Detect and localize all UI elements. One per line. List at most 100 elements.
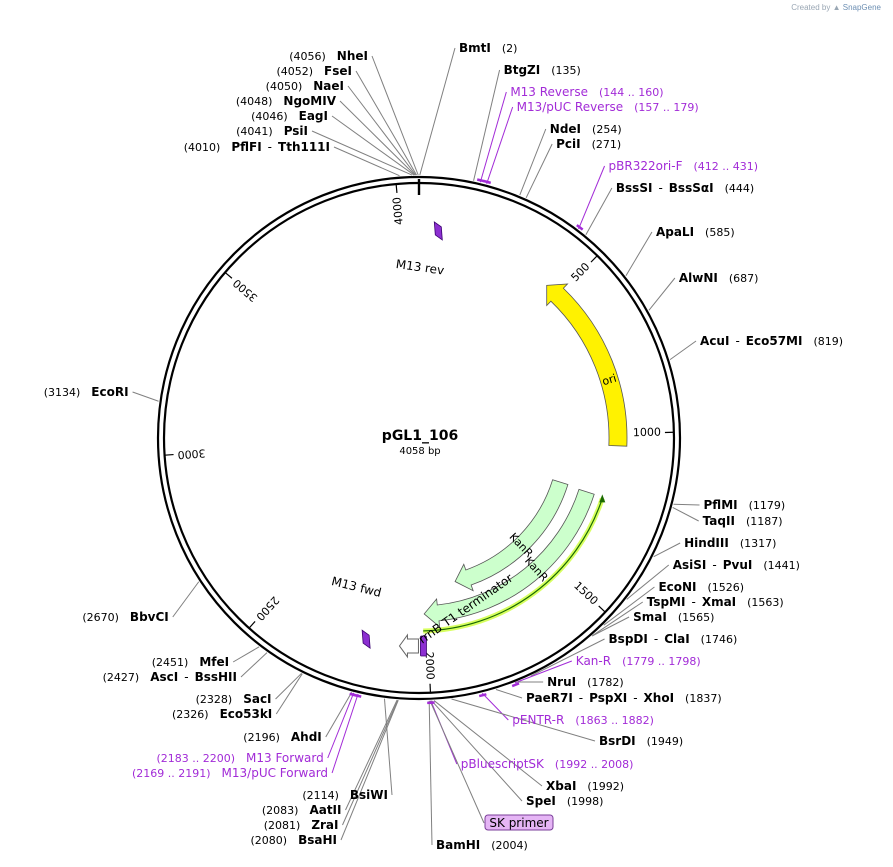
- enzyme-coord: (2114): [302, 789, 350, 802]
- enzyme-coord: (2004): [480, 839, 528, 852]
- promoter-m13-rev-icon[interactable]: [433, 221, 443, 241]
- primer-site-m13-puc-reverse[interactable]: M13/pUC Reverse (157 .. 179): [517, 100, 699, 114]
- enzyme-coord: (2): [491, 42, 518, 55]
- leader-line: [347, 85, 417, 176]
- primer-coord: (412 .. 431): [682, 160, 758, 173]
- terminator-icon[interactable]: [420, 635, 427, 657]
- enzyme-site-bspdi-clai[interactable]: BspDI - ClaI (1746): [609, 632, 738, 646]
- ori-feature[interactable]: [546, 283, 628, 447]
- enzyme-site-apali[interactable]: ApaLI (585): [656, 225, 735, 239]
- primer-site-kan-r[interactable]: Kan-R (1779 .. 1798): [576, 654, 701, 668]
- enzyme-site-tspmi-xmai[interactable]: TspMI - XmaI (1563): [647, 595, 784, 609]
- enzyme-site-ndei[interactable]: NdeI (254): [550, 122, 622, 136]
- kanr-feature-2[interactable]: [423, 488, 595, 628]
- enzyme-site-bsssi-bsss-i[interactable]: BssSI - BssSαI (444): [616, 181, 754, 195]
- enzyme-site-hindiii[interactable]: HindIII (1317): [684, 536, 776, 550]
- enzyme-name: PflFI: [231, 140, 261, 154]
- enzyme-coord: (1187): [735, 515, 783, 528]
- enzyme-coord: (2196): [243, 731, 291, 744]
- tick-label-1000: 1000: [633, 426, 661, 440]
- enzyme-site-pflmi[interactable]: PflMI (1179): [704, 498, 786, 512]
- enzyme-site-econi[interactable]: EcoNI (1526): [658, 580, 744, 594]
- leader-line: [585, 187, 613, 235]
- enzyme-label: BsrDI (1949): [599, 734, 683, 748]
- enzyme-site-spei[interactable]: SpeI (1998): [526, 794, 603, 808]
- enzyme-site-saci[interactable]: (2328) SacI: [196, 692, 272, 706]
- primer-site-m13-puc-forward[interactable]: (2169 .. 2191) M13/pUC Forward: [132, 766, 328, 780]
- enzyme-label: (4056) NheI: [289, 49, 368, 63]
- leader-line: [355, 70, 417, 176]
- enzyme-site-naei[interactable]: (4050) NaeI: [266, 79, 344, 93]
- enzyme-site-nhei[interactable]: (4056) NheI: [289, 49, 368, 63]
- primer-site-m13-forward[interactable]: (2183 .. 2200) M13 Forward: [156, 751, 323, 765]
- enzyme-name: XhoI: [644, 691, 675, 705]
- enzyme-site-bsrdi[interactable]: BsrDI (1949): [599, 734, 683, 748]
- enzyme-label: SmaI (1565): [633, 610, 714, 624]
- enzyme-site-ngomiv[interactable]: (4048) NgoMIV: [236, 94, 337, 108]
- primer-binding-mark: [353, 693, 362, 698]
- leader-line: [383, 698, 393, 796]
- enzyme-site-bsahi[interactable]: (2080) BsaHI: [251, 833, 337, 847]
- enzyme-label: (2080) BsaHI: [251, 833, 337, 847]
- enzyme-site-btgzi[interactable]: BtgZI (135): [504, 63, 581, 77]
- enzyme-site-mfei[interactable]: (2451) MfeI: [152, 655, 229, 669]
- enzyme-coord: (1998): [556, 795, 604, 808]
- tick-3500: [224, 271, 233, 279]
- promoter-m13-rev-label: M13 rev: [395, 257, 445, 278]
- enzyme-site-paer7i-pspxi-xhoi[interactable]: PaeR7I - PspXI - XhoI (1837): [526, 691, 722, 705]
- enzyme-name: BssHII: [195, 670, 237, 684]
- primer-coord: (157 .. 179): [623, 101, 699, 114]
- name-separator: -: [648, 632, 664, 646]
- enzyme-site-ecori[interactable]: (3134) EcoRI: [44, 385, 129, 399]
- primer-site-pbluescriptsk[interactable]: pBluescriptSK (1992 .. 2008): [461, 757, 634, 771]
- primer-site-pentr-r[interactable]: pENTR-R (1863 .. 1882): [512, 713, 654, 727]
- terminator-arrow-icon: [398, 633, 419, 659]
- kanr-feature-1[interactable]: [454, 479, 569, 592]
- site-labels: BmtI (2) BtgZI (135) M13 Reverse (144 .. 1…: [44, 41, 843, 852]
- enzyme-site-zrai[interactable]: (2081) ZraI: [264, 818, 339, 832]
- enzyme-label: (2670) BbvCI: [82, 610, 168, 624]
- tick-label-3500: 3500: [230, 276, 260, 304]
- enzyme-name: BtgZI: [504, 63, 541, 77]
- primer-site-pbr322ori-f[interactable]: pBR322ori-F (412 .. 431): [609, 159, 759, 173]
- enzyme-coord: (1526): [697, 581, 745, 594]
- enzyme-label: BamHI (2004): [436, 838, 528, 852]
- enzyme-site-psii[interactable]: (4041) PsiI: [236, 124, 308, 138]
- enzyme-site-taqii[interactable]: TaqII (1187): [703, 514, 783, 528]
- name-separator: -: [573, 691, 589, 705]
- primer-tag-sk-primer[interactable]: SK primer: [484, 814, 554, 831]
- enzyme-site-bamhi[interactable]: BamHI (2004): [436, 838, 528, 852]
- enzyme-site-nrui[interactable]: NruI (1782): [547, 675, 624, 689]
- enzyme-site-acui-eco57mi[interactable]: AcuI - Eco57MI (819): [700, 334, 843, 348]
- enzyme-site-pflfi-tth111i[interactable]: (4010) PflFI - Tth111I: [184, 140, 330, 154]
- enzyme-site-alwni[interactable]: AlwNI (687): [679, 271, 759, 285]
- promoter-m13-fwd-icon[interactable]: [361, 629, 371, 649]
- enzyme-site-asci-bsshii[interactable]: (2427) AscI - BssHII: [103, 670, 237, 684]
- tick-label-4000: 4000: [390, 196, 405, 225]
- primer-label: pENTR-R (1863 .. 1882): [512, 713, 654, 727]
- enzyme-name: BsaHI: [298, 833, 337, 847]
- enzyme-site-fsei[interactable]: (4052) FseI: [276, 64, 352, 78]
- enzyme-site-asisi-pvui[interactable]: AsiSI - PvuI (1441): [673, 558, 800, 572]
- enzyme-site-xbai[interactable]: XbaI (1992): [546, 779, 624, 793]
- enzyme-site-pcii[interactable]: PciI (271): [556, 137, 621, 151]
- enzyme-site-eco53ki[interactable]: (2326) Eco53kI: [172, 707, 272, 721]
- enzyme-site-ahdi[interactable]: (2196) AhdI: [243, 730, 321, 744]
- primer-binding-mark: [478, 693, 487, 698]
- enzyme-label: (4046) EagI: [251, 109, 328, 123]
- enzyme-name: AsiSI: [673, 558, 707, 572]
- enzyme-site-bsiwi[interactable]: (2114) BsiWI: [302, 788, 388, 802]
- primer-binding-mark: [476, 178, 485, 183]
- enzyme-site-bbvci[interactable]: (2670) BbvCI: [82, 610, 168, 624]
- enzyme-name: HindIII: [684, 536, 729, 550]
- enzyme-site-smai[interactable]: SmaI (1565): [633, 610, 714, 624]
- promoter-m13-fwd-label: M13 fwd: [330, 574, 383, 600]
- leader-line: [495, 688, 523, 699]
- leader-line: [519, 128, 547, 196]
- leader-line: [625, 231, 653, 276]
- enzyme-site-eagi[interactable]: (4046) EagI: [251, 109, 328, 123]
- enzyme-site-bmti[interactable]: BmtI (2): [459, 41, 517, 55]
- enzyme-site-aatii[interactable]: (2083) AatII: [262, 803, 342, 817]
- primer-site-m13-reverse[interactable]: M13 Reverse (144 .. 160): [510, 85, 663, 99]
